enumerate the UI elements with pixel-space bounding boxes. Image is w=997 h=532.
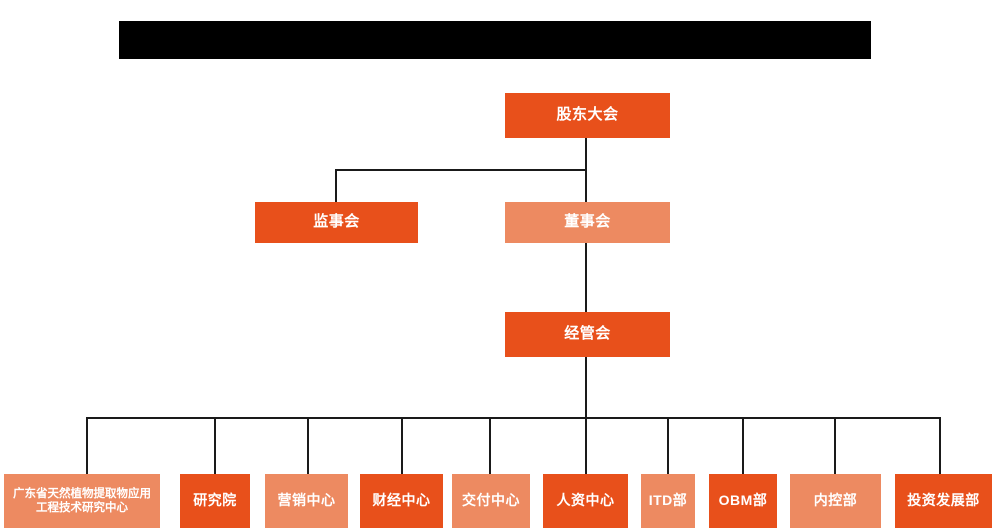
connector-drop-internal-control-department [834, 417, 836, 474]
connector-drop-finance-center [401, 417, 403, 474]
connector-drop-hr-center [585, 417, 587, 474]
connector-level2-bus [335, 169, 587, 171]
connector-shareholders-down [585, 138, 587, 170]
connector-directors-drop [585, 169, 587, 202]
connector-drop-engineering-center [86, 417, 88, 474]
node-engineering-center[interactable]: 广东省天然植物提取物应用工程技术研究中心 [4, 474, 160, 528]
node-delivery-center[interactable]: 交付中心 [452, 474, 530, 528]
connector-management-down [585, 357, 587, 418]
node-marketing-center[interactable]: 营销中心 [265, 474, 348, 528]
connector-drop-delivery-center [489, 417, 491, 474]
connector-directors-management [585, 243, 587, 312]
connector-level4-bus [86, 417, 941, 419]
connector-drop-investment-development-department [939, 417, 941, 474]
redacted-title-bar [119, 21, 871, 59]
connector-drop-itd-department [667, 417, 669, 474]
node-hr-center[interactable]: 人资中心 [543, 474, 628, 528]
node-obm-department[interactable]: OBM部 [709, 474, 777, 528]
connector-drop-marketing-center [307, 417, 309, 474]
node-itd-department[interactable]: ITD部 [641, 474, 695, 528]
node-shareholders[interactable]: 股东大会 [505, 93, 670, 138]
connector-supervisors-drop [335, 169, 337, 202]
node-investment-development-department[interactable]: 投资发展部 [895, 474, 992, 528]
connector-drop-research-institute [214, 417, 216, 474]
node-finance-center[interactable]: 财经中心 [360, 474, 443, 528]
connector-drop-obm-department [742, 417, 744, 474]
node-supervisors[interactable]: 监事会 [255, 202, 418, 243]
node-directors[interactable]: 董事会 [505, 202, 670, 243]
node-research-institute[interactable]: 研究院 [180, 474, 250, 528]
node-internal-control-department[interactable]: 内控部 [790, 474, 881, 528]
node-management[interactable]: 经管会 [505, 312, 670, 357]
